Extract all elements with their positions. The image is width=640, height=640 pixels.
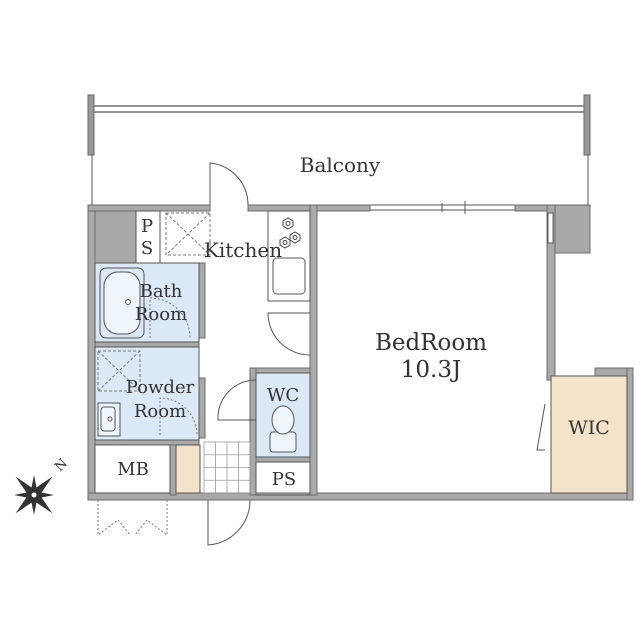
- label-mb: MB: [117, 459, 149, 480]
- washbasin-icon: [97, 402, 121, 437]
- pipe-shaft-top: [135, 210, 161, 264]
- toilet-icon: [269, 405, 297, 453]
- kitchen-cabinet: [165, 212, 211, 256]
- wall-notch: [547, 212, 554, 244]
- label-powder-1: Powder: [126, 377, 195, 398]
- stove-icon: [279, 217, 301, 249]
- mb-door: [97, 500, 168, 536]
- label-bath-2: Room: [135, 304, 187, 325]
- storage-areas: [175, 375, 628, 494]
- label-ps-top-1: P: [141, 216, 153, 237]
- washer-space: [97, 350, 141, 392]
- entrance-floor: [203, 441, 251, 494]
- label-powder-2: Room: [134, 401, 186, 422]
- compass-north-label: N: [52, 456, 71, 475]
- label-ps-bottom: PS: [272, 469, 296, 490]
- label-bedroom-size: 10.3J: [401, 357, 461, 383]
- label-bedroom-name: BedRoom: [375, 330, 487, 356]
- label-kitchen: Kitchen: [204, 238, 282, 262]
- bath-door: [149, 297, 191, 339]
- label-bath-1: Bath: [140, 281, 183, 302]
- bathtub-icon: [99, 267, 145, 339]
- doors: [207, 162, 546, 546]
- label-balcony: Balcony: [300, 153, 381, 177]
- label-ps-top-2: S: [141, 238, 153, 259]
- kitchen-counter: [267, 210, 311, 302]
- label-wic: WIC: [568, 417, 610, 439]
- balcony-railing: [87, 94, 591, 205]
- label-wc: WC: [267, 385, 299, 406]
- compass-icon: [14, 475, 54, 515]
- sliding-window: [370, 201, 515, 214]
